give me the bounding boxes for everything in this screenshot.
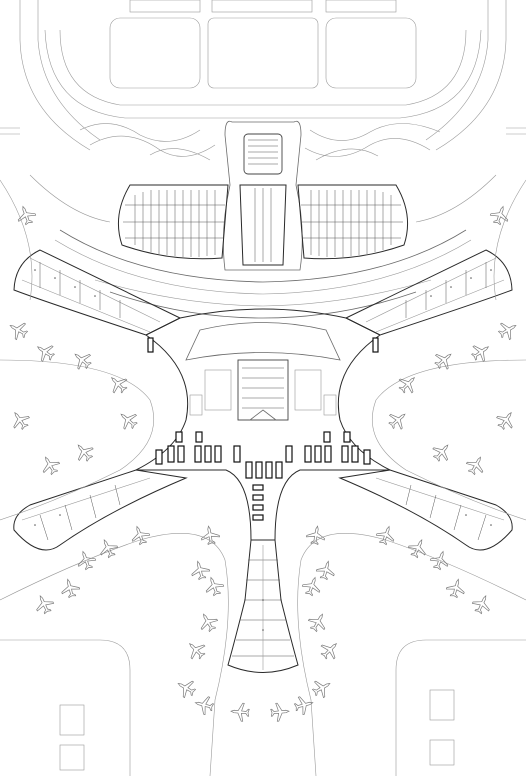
parking-garage-east [297,184,409,260]
terminal-core [135,308,391,541]
apron-taxiways [0,179,526,776]
pier-north-west [13,249,182,336]
central-spine [222,120,303,271]
parking-garage-west [117,184,229,260]
curbside-roads [29,174,497,319]
pier-south [227,539,299,673]
pier-north-east [344,249,513,336]
gate-stands-row [147,337,379,521]
landscape-paths [79,123,441,161]
landside-parking-area [0,0,526,151]
pier-south-west [13,469,188,551]
pier-south-east [338,469,513,551]
pier-detail-dots [34,269,492,631]
